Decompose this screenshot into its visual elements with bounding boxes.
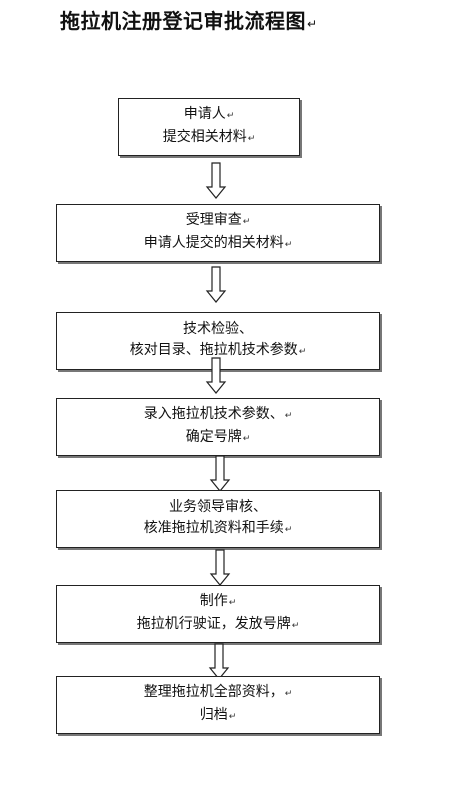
paragraph-mark-icon: ↵ xyxy=(226,111,235,121)
step-line-text: 核准拖拉机资料和手续 xyxy=(143,520,284,536)
step-line: 提交相关材料↵ xyxy=(163,127,256,150)
step-line-text: 核对目录、拖拉机技术参数 xyxy=(129,342,298,358)
step-box-review: 受理审查↵ 申请人提交的相关材料↵ xyxy=(56,204,380,262)
step-line-text: 录入拖拉机技术参数、 xyxy=(143,406,284,422)
down-arrow-icon xyxy=(208,643,230,680)
step-line-text: 整理拖拉机全部资料， xyxy=(143,684,284,700)
step-line: 申请人提交的相关材料↵ xyxy=(144,233,293,256)
paragraph-mark-icon: ↵ xyxy=(247,134,256,144)
step-line: 受理审查↵ xyxy=(186,210,251,233)
paragraph-mark-icon: ↵ xyxy=(242,217,251,227)
paragraph-mark-icon: ↵ xyxy=(284,689,293,699)
paragraph-mark-icon: ↵ xyxy=(284,240,293,250)
step-box-issue-license: 制作↵ 拖拉机行驶证，发放号牌↵ xyxy=(56,585,380,643)
down-arrow-icon xyxy=(209,549,231,586)
page-title: 拖拉机注册登记审批流程图↵ xyxy=(60,5,318,34)
step-line: 核准拖拉机资料和手续↵ xyxy=(144,518,293,541)
step-line: 确定号牌↵ xyxy=(186,427,251,450)
step-line: 业务领导审核、 xyxy=(169,497,267,518)
step-line: 技术检验、 xyxy=(183,319,253,340)
step-box-record-parameters: 录入拖拉机技术参数、↵ 确定号牌↵ xyxy=(56,398,380,456)
step-line: 核对目录、拖拉机技术参数↵ xyxy=(130,340,307,363)
step-line: 申请人↵ xyxy=(184,104,235,127)
down-arrow-icon xyxy=(205,266,227,303)
paragraph-mark-icon: ↵ xyxy=(228,712,237,722)
step-box-submit-materials: 申请人↵ 提交相关材料↵ xyxy=(118,98,300,156)
down-arrow-icon xyxy=(205,357,227,394)
step-line-text: 归档 xyxy=(199,707,228,723)
step-line: 录入拖拉机技术参数、↵ xyxy=(144,404,293,427)
paragraph-mark-icon: ↵ xyxy=(242,434,251,444)
step-box-leader-approval: 业务领导审核、 核准拖拉机资料和手续↵ xyxy=(56,490,380,548)
step-box-archive: 整理拖拉机全部资料，↵ 归档↵ xyxy=(56,676,380,734)
step-line-text: 业务领导审核、 xyxy=(169,499,267,515)
paragraph-mark-icon: ↵ xyxy=(298,347,307,357)
step-line-text: 确定号牌 xyxy=(185,429,242,445)
step-line-text: 申请人提交的相关材料 xyxy=(143,235,284,251)
step-line-text: 申请人 xyxy=(183,106,226,122)
step-line: 归档↵ xyxy=(200,705,237,728)
step-line-text: 制作 xyxy=(199,593,228,609)
step-line-text: 拖拉机行驶证，发放号牌 xyxy=(136,616,291,632)
paragraph-mark-icon: ↵ xyxy=(291,621,300,631)
step-line-text: 受理审查 xyxy=(185,212,242,228)
step-line-text: 提交相关材料 xyxy=(162,129,247,145)
step-line: 拖拉机行驶证，发放号牌↵ xyxy=(137,614,300,637)
step-line-text: 技术检验、 xyxy=(183,321,253,337)
down-arrow-icon xyxy=(205,162,227,199)
paragraph-mark-icon: ↵ xyxy=(284,525,293,535)
step-line: 制作↵ xyxy=(200,591,237,614)
title-text: 拖拉机注册登记审批流程图 xyxy=(60,9,306,33)
paragraph-mark-icon: ↵ xyxy=(284,411,293,421)
step-line: 整理拖拉机全部资料，↵ xyxy=(144,682,293,705)
paragraph-mark-icon: ↵ xyxy=(228,598,237,608)
down-arrow-icon xyxy=(209,455,231,492)
paragraph-mark-icon: ↵ xyxy=(307,17,318,31)
